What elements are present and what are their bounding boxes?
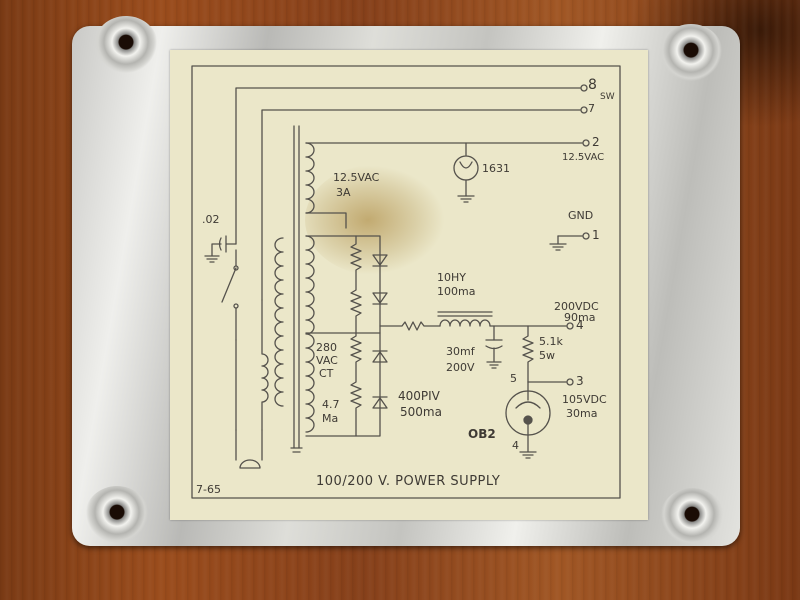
output-200-voltage: 200VDC: [554, 300, 599, 313]
bleeder-resistor-unit: Ma: [322, 412, 339, 425]
schematic-border: [191, 65, 621, 499]
terminal-8-label: 8: [588, 77, 597, 93]
paper-stain: [305, 165, 445, 275]
mounting-hole-top-left: [94, 16, 158, 74]
filter-cap-label: 30mf: [446, 345, 475, 358]
terminal-8-sub-label: SW: [600, 92, 615, 102]
hv-winding-ct: CT: [319, 367, 334, 380]
lamp-label: 1631: [482, 162, 510, 175]
choke-label: 10HY: [437, 271, 466, 284]
bypass-cap-label: .02: [202, 213, 220, 226]
choke-current-label: 100ma: [437, 285, 476, 298]
terminal-1-label: 1: [592, 228, 600, 242]
lamp-symbol: [453, 142, 479, 203]
fuse-and-line-cord: [235, 299, 269, 469]
terminal-3-circle: [566, 378, 574, 386]
filter-cap-voltage: 200V: [446, 361, 475, 374]
bleeder-resistor-value: 4.7: [322, 398, 340, 411]
terminal-2-voltage: 12.5VAC: [562, 152, 605, 163]
terminal-7-label: 7: [588, 102, 595, 115]
dropping-resistor-watt: 5w: [539, 349, 555, 362]
output-105-current: 30ma: [566, 407, 598, 420]
resistor-string: [350, 235, 362, 437]
schematic-date: 7-65: [196, 483, 221, 496]
line-bypass-capacitor: [204, 235, 237, 263]
filter-capacitor: [485, 325, 503, 369]
output-105-voltage: 105VDC: [562, 393, 607, 406]
schematic-title: 100/200 V. POWER SUPPLY: [316, 474, 501, 489]
gnd-label: GND: [568, 209, 594, 222]
diode-rating-label: 400PIV: [398, 389, 440, 403]
hv-winding-vac: VAC: [316, 354, 338, 367]
rectifier-diodes: [372, 254, 388, 409]
terminal-2-circle: [582, 139, 590, 147]
switch-feed-wires: [235, 84, 588, 301]
tube-type-label: OB2: [468, 427, 496, 441]
output-200-current: 90ma: [564, 311, 596, 324]
terminal-4-label: 4: [576, 318, 584, 332]
tube-pin-4-label: 4: [512, 439, 519, 452]
filament-current-label: 3A: [336, 186, 351, 199]
dc-output-line: [379, 311, 574, 331]
hv-winding-label: 280: [316, 341, 337, 354]
transformer-core: [290, 125, 303, 453]
tube-pin-5-label: 5: [510, 372, 517, 385]
filament-coil: [305, 142, 347, 229]
power-switch: [221, 249, 239, 341]
mounting-hole-bottom-right: [660, 488, 724, 546]
dropping-resistor-value: 5.1k: [539, 335, 563, 348]
mounting-hole-top-right: [659, 24, 723, 82]
terminal-3-label: 3: [576, 374, 584, 388]
chassis-ground: [549, 232, 590, 251]
hv-secondary-coil: [305, 235, 381, 437]
primary-coil: [274, 237, 284, 407]
diode-current-label: 500ma: [400, 405, 442, 419]
dropping-resistor: [522, 325, 534, 383]
mounting-hole-bottom-left: [85, 486, 149, 544]
schematic-paper: [170, 50, 648, 520]
ob2-tube: [505, 381, 551, 459]
filament-voltage-label: 12.5VAC: [333, 171, 380, 184]
terminal-2-label: 2: [592, 135, 600, 149]
